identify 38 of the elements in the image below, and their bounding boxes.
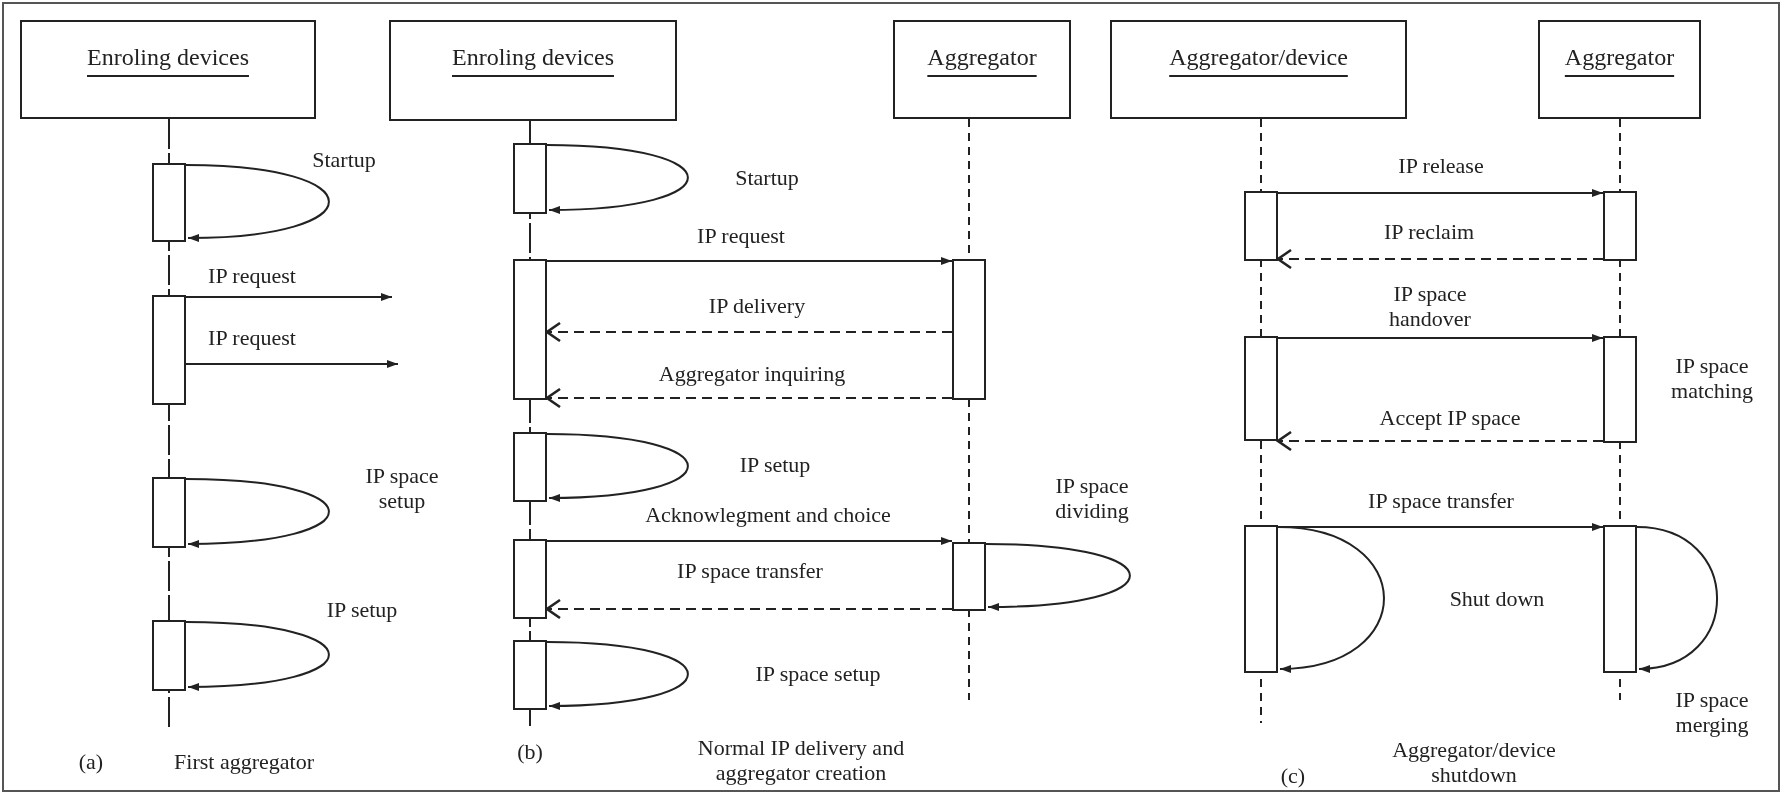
self-message-arrow [1277, 526, 1385, 672]
self-message-arrow [185, 164, 330, 242]
self-message-arrow [185, 478, 330, 548]
return-message-arrow [1276, 430, 1604, 452]
self-message-arrow [185, 621, 330, 691]
activation-bar [1244, 191, 1278, 261]
self-message-arrow [546, 433, 689, 502]
participant-box [20, 20, 316, 119]
activation-bar [152, 295, 186, 405]
activation-bar [1603, 336, 1637, 443]
activation-bar [152, 163, 186, 242]
activation-bar [513, 539, 547, 619]
message-arrow [1277, 334, 1604, 342]
activation-bar [152, 620, 186, 691]
activation-bar [1244, 525, 1278, 673]
activation-bar [513, 432, 547, 502]
self-message-arrow [546, 144, 689, 214]
activation-bar [1244, 336, 1278, 441]
message-arrow [185, 293, 393, 301]
return-message-arrow [545, 387, 953, 409]
activation-bar [513, 259, 547, 400]
participant-box [389, 20, 677, 121]
message-arrow [1277, 189, 1604, 197]
activation-bar [152, 477, 186, 548]
message-arrow [546, 537, 953, 545]
return-message-arrow [1276, 248, 1604, 270]
activation-bar [1603, 191, 1637, 261]
activation-bar [952, 542, 986, 611]
self-message-arrow [985, 543, 1131, 611]
activation-bar [1603, 525, 1637, 673]
participant-box [1110, 20, 1407, 119]
message-arrow [546, 257, 953, 265]
self-message-arrow [1636, 526, 1719, 672]
activation-bar [513, 640, 547, 710]
self-message-arrow [546, 641, 689, 710]
activation-bar [513, 143, 547, 214]
activation-bar [952, 259, 986, 400]
message-arrow [185, 360, 399, 368]
